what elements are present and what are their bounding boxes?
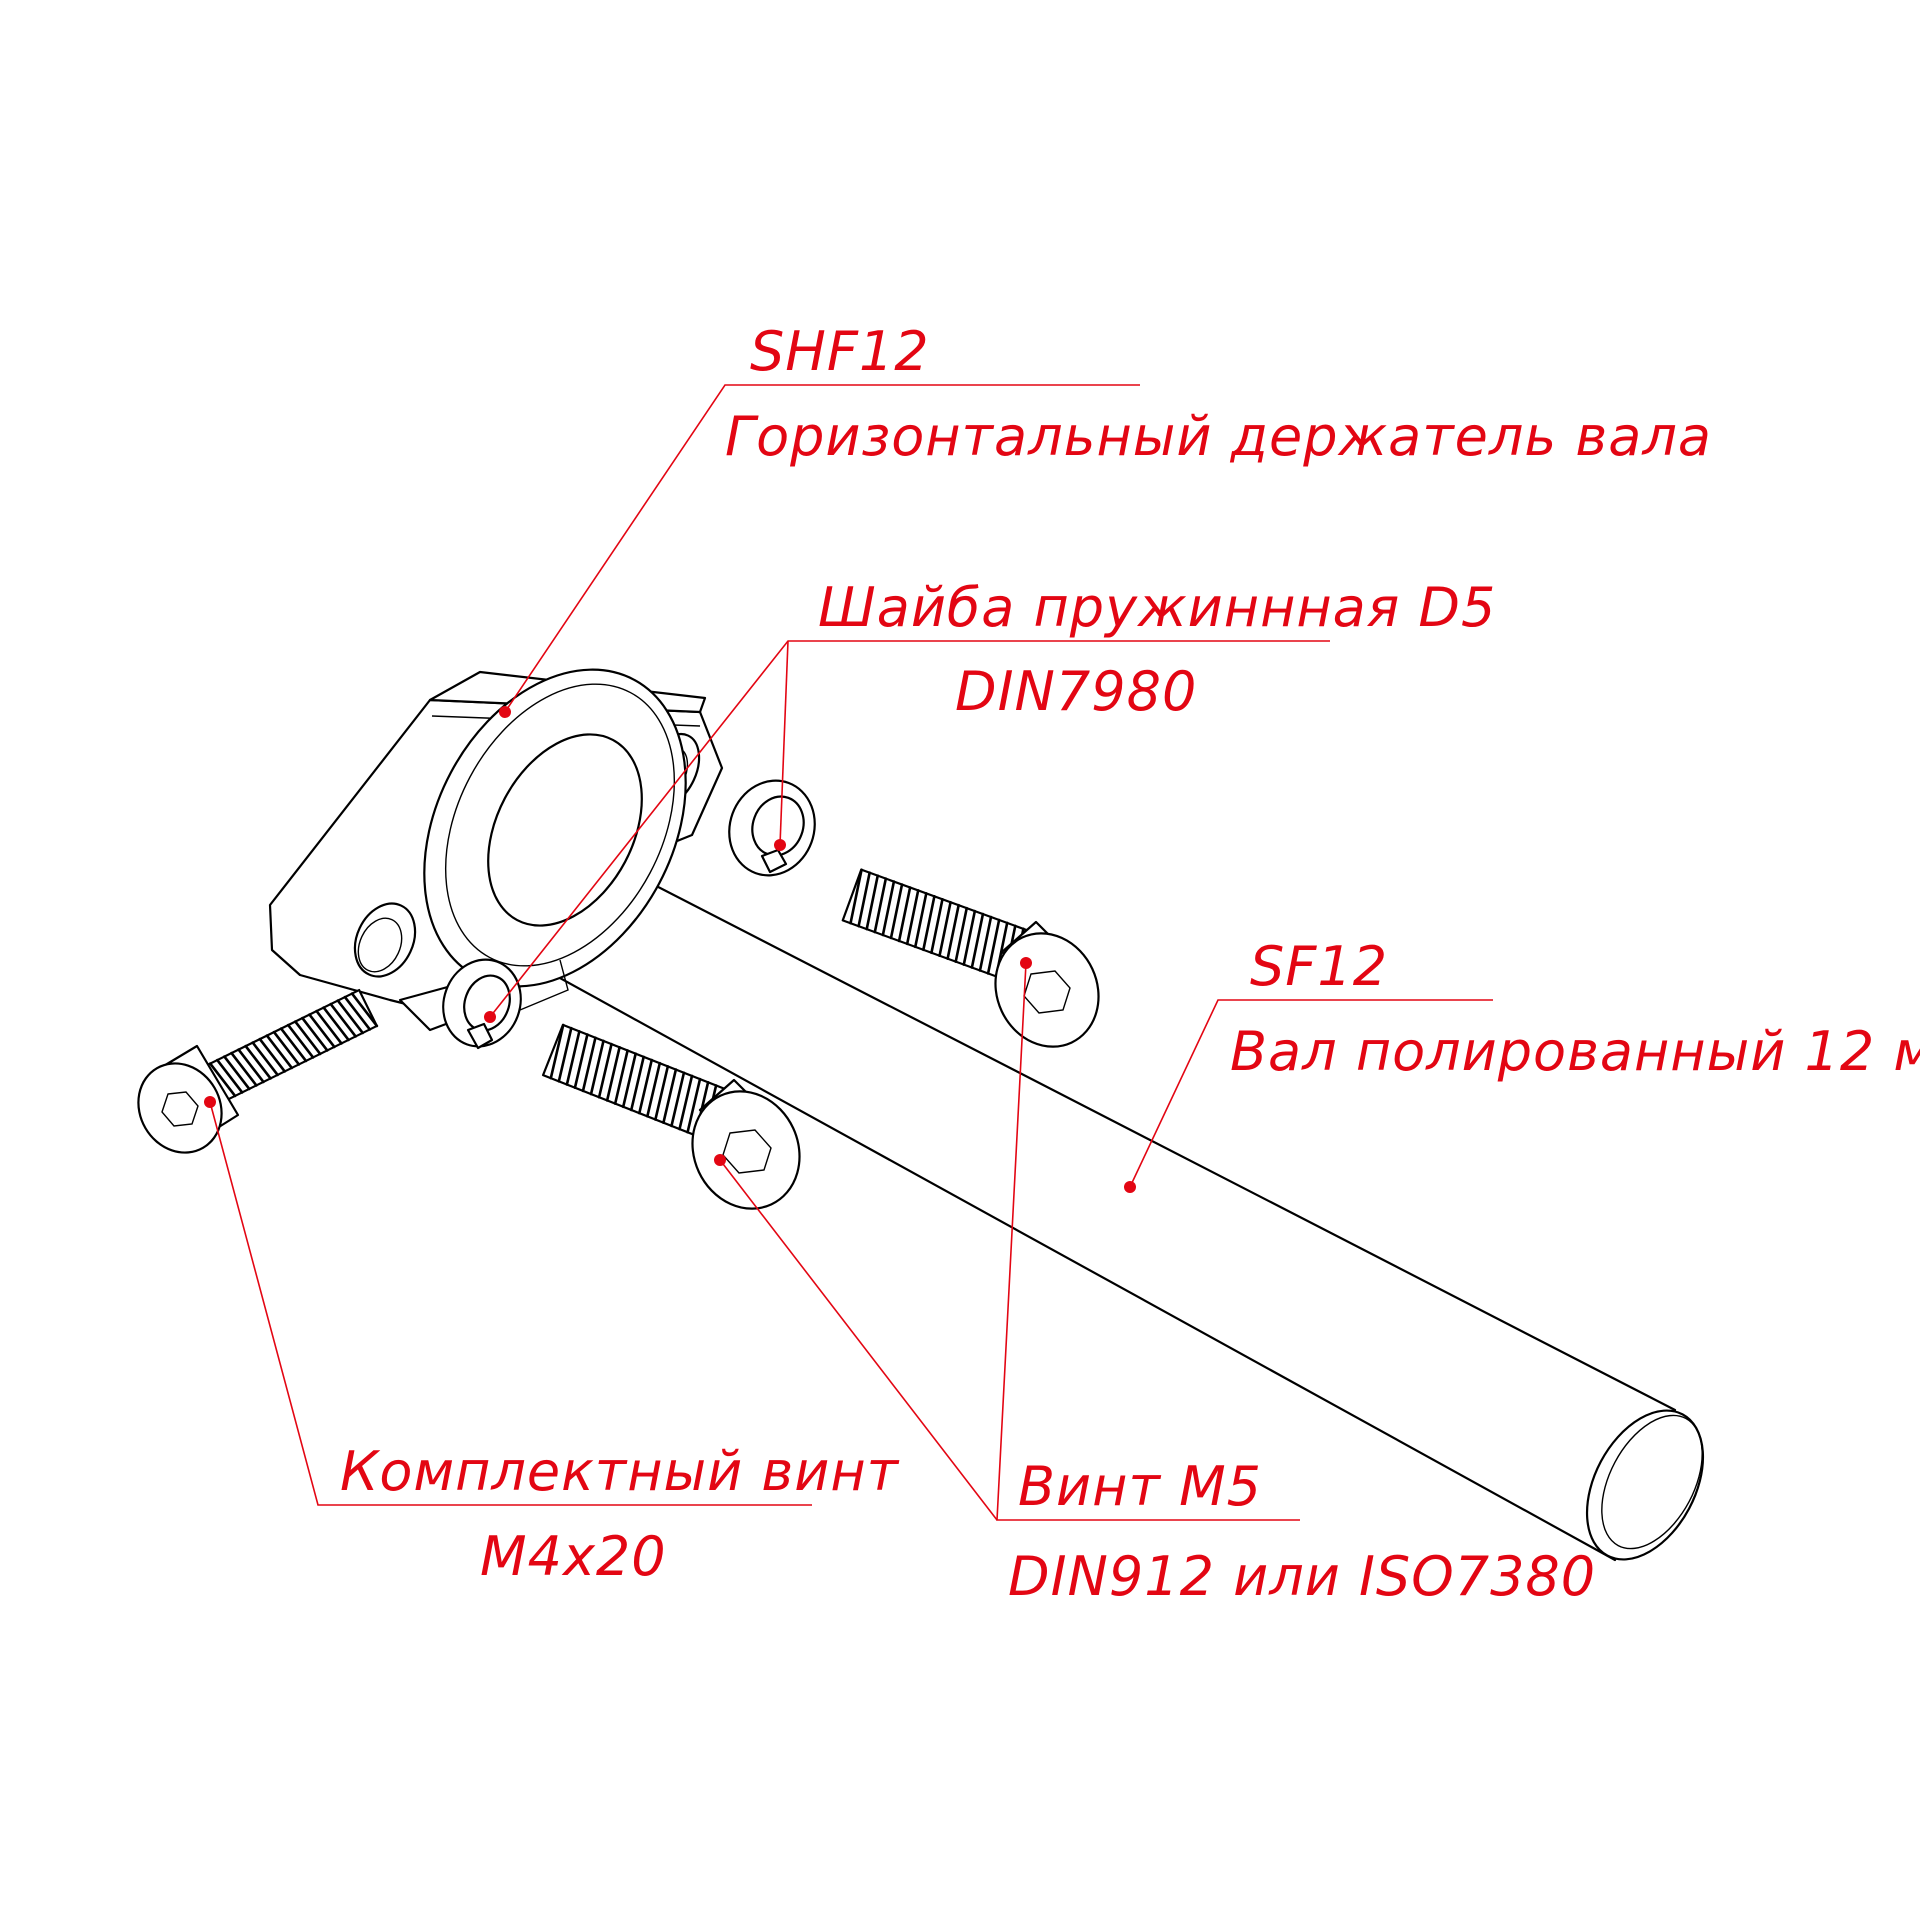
shaft-code-label: SF12 <box>1250 935 1388 998</box>
leader-kit-screw <box>204 1096 812 1506</box>
holder-code-label: SHF12 <box>750 320 930 383</box>
leader-shaft <box>1124 999 1493 1193</box>
spring-washer-lower <box>442 958 522 1050</box>
shaft-holder-shf12 <box>268 668 724 1032</box>
m5-screw-lower <box>541 1023 801 1210</box>
leader-washer <box>484 640 1330 1023</box>
kit-screw-size-label: M4x20 <box>480 1525 667 1588</box>
holder-description-label: Горизонтальный держатель вала <box>725 405 1712 468</box>
kit-screw-m4x20 <box>137 988 379 1154</box>
shaft-description-label: Вал полированный 12 мм <box>1230 1020 1920 1083</box>
washer-name-label: Шайба пружиннная D5 <box>818 576 1496 639</box>
washer-standard-label: DIN7980 <box>955 660 1197 723</box>
spring-washer-upper <box>728 779 816 877</box>
m5-screw-name-label: Винт М5 <box>1018 1455 1262 1518</box>
leader-holder <box>499 384 1140 718</box>
leader-m5-screw <box>714 957 1300 1521</box>
m5-screw-standard-label: DIN912 или ISO7380 <box>1008 1545 1596 1608</box>
kit-screw-name-label: Комплектный винт <box>340 1440 900 1503</box>
